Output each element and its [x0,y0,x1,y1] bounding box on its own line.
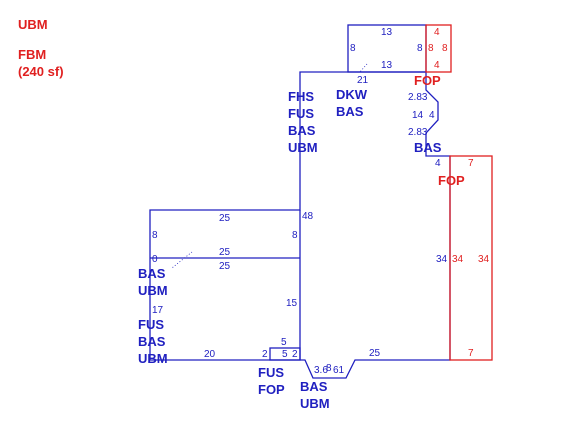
dim-fop-top-8b: 8 [442,43,448,54]
dim-left-17: 17 [152,305,164,316]
label-fop-right: FOP [438,173,465,188]
dim-fop-right-top: 7 [468,158,474,169]
fop-top-outline [425,24,452,73]
label-ubm-4: UBM [138,351,168,366]
dim-fop-top-4a: 4 [434,27,440,38]
dim-wing-8-right: 8 [292,230,298,241]
dim-bay-b: 14 [412,110,424,121]
dim-right-34: 34 [436,254,448,265]
label-bas-2: BAS [336,104,364,119]
label-ubm-1: UBM [288,140,318,155]
dim-wing-mid-1: 25 [219,247,231,258]
dim-inner-15: 15 [286,298,298,309]
dim-top-box-bottom: 13 [381,60,393,71]
dim-fop-top-4b: 4 [434,60,440,71]
dim-fop-right-bottom: 7 [468,348,474,359]
fop-right-outline [449,155,493,361]
dim-wing-mid-2: 25 [219,261,231,272]
label-fop-bottom: FOP [258,382,285,397]
fus-small-box [269,347,301,361]
label-bas-bottom: BAS [300,379,328,394]
dim-top-box-left: 8 [350,43,356,54]
dim-right-step: 4 [435,158,441,169]
label-fhs: FHS [288,89,314,104]
label-dkw: DKW [336,87,368,102]
dim-wing-8-left: 8 [152,230,158,241]
label-fus-bottom: FUS [258,365,284,380]
dim-fop-right-34b: 34 [478,254,490,265]
dim-bay-d: 2.83 [408,127,428,138]
label-bas-3: BAS [138,266,166,281]
leader-line-dkw [359,63,368,73]
dim-top-box-top: 13 [381,27,393,38]
dim-wing-0: 0 [152,254,158,265]
legend-fbm: FBM [18,47,46,62]
label-fus-3: FUS [138,317,164,332]
dim-main-top: 21 [357,75,369,86]
label-fus-1: FUS [288,106,314,121]
label-bas-right: BAS [414,140,442,155]
dim-fus-5-top: 5 [281,337,287,348]
legend-ubm: UBM [18,17,48,32]
leader-line-wing [171,251,193,269]
label-bas-1: BAS [288,123,316,138]
label-ubm-bottom: UBM [300,396,330,411]
dim-fop-right-34a: 34 [452,254,464,265]
dim-wing-top: 25 [219,213,231,224]
dim-bay-bottom-b: 8 [326,363,332,374]
dim-bottom-2: 2 [262,349,268,360]
dim-bay-a: 2.83 [408,92,428,103]
dim-wing-48: 48 [302,211,314,222]
dim-fus-2: 2 [292,349,298,360]
label-ubm-3: UBM [138,283,168,298]
dim-bay-bottom-a: 3.6 [314,365,328,376]
dim-bay-bottom-c: 61 [333,365,345,376]
dim-bottom-20: 20 [204,349,216,360]
legend-area: (240 sf) [18,64,64,79]
label-bas-4: BAS [138,334,166,349]
dim-fop-top-8a: 8 [428,43,434,54]
dim-fus-5: 5 [282,349,288,360]
label-fop-top: FOP [414,73,441,88]
dim-bottom-25: 25 [369,348,381,359]
dim-bay-c: 4 [429,110,435,121]
dim-top-box-right: 8 [417,43,423,54]
